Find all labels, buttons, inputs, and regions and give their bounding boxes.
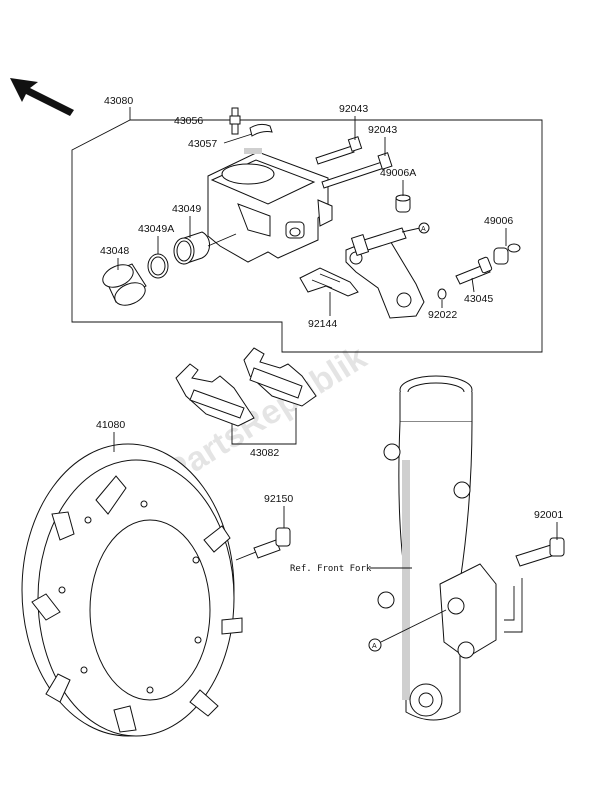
label-92022: 92022 [428,309,457,321]
label-92144: 92144 [308,318,337,330]
front-fork [377,375,497,721]
label-43049a: 43049A [138,223,174,235]
watermark: PartsRepublik [159,338,373,491]
marker-a-top [418,222,430,234]
boot-49006 [493,243,521,265]
piston [102,263,147,306]
direction-arrow-icon [10,78,74,116]
label-92043-b: 92043 [368,124,397,136]
label-43080: 43080 [104,95,133,107]
marker-a-top-label: A [421,226,426,233]
brake-disc [21,443,243,737]
disc-bolt [253,527,291,559]
label-43082: 43082 [250,447,279,459]
label-92043-a: 92043 [339,103,368,115]
pads-bracket-line [231,408,297,445]
label-41080: 41080 [96,419,125,431]
caliper-assembly-box [71,119,543,353]
pad-spring [299,267,359,297]
label-43057: 43057 [188,138,217,150]
label-43045: 43045 [464,293,493,305]
caliper-body [207,148,333,263]
caliper-bracket [345,227,425,319]
label-43048: 43048 [100,245,129,257]
label-49006a: 49006A [380,167,416,179]
marker-a-fork [368,638,382,652]
slide-pin-2 [321,152,393,189]
bleeder-valve [229,107,241,135]
bleeder-cap [249,123,273,137]
label-ref-front-fork: Ref. Front Fork [290,564,372,574]
brake-pad-rear [243,347,317,407]
label-49006: 49006 [484,215,513,227]
bracket-bolt [455,256,493,285]
slide-pin-1 [315,136,363,165]
seal-43049 [173,231,210,265]
washer [437,288,447,300]
marker-a-fork-label: A [372,643,377,650]
boot-49006a [395,194,411,213]
caliper-mounting-bolt [515,537,565,567]
brake-pad-front [175,363,255,427]
label-43049: 43049 [172,203,201,215]
label-43056: 43056 [174,115,203,127]
label-92150: 92150 [264,493,293,505]
label-92001: 92001 [534,509,563,521]
seal-43049a [147,253,169,279]
